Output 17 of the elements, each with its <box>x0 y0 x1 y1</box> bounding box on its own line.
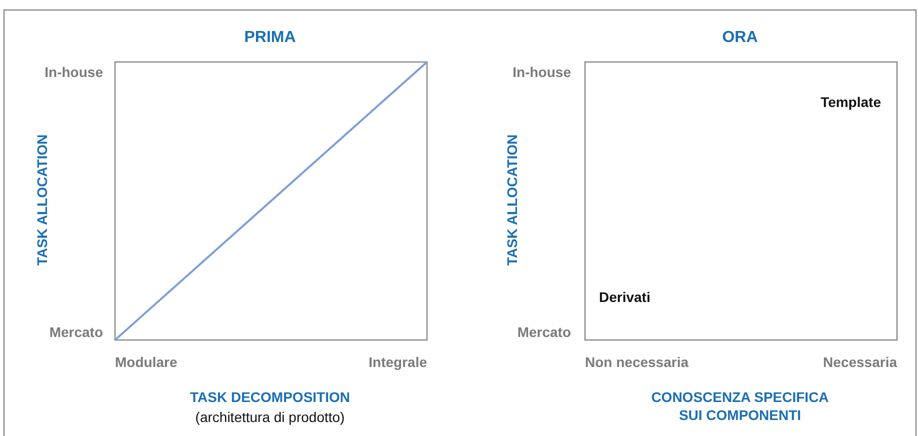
axis-tick-label: Necessaria <box>823 353 897 371</box>
axis-tick-label: Mercato <box>49 323 103 341</box>
point-label: Derivati <box>599 288 650 306</box>
axis-tick-label: In-house <box>44 63 103 81</box>
panel-title: PRIMA <box>244 29 296 47</box>
axis-title: TASK ALLOCATION <box>33 134 51 266</box>
panel-title: ORA <box>722 29 758 47</box>
axis-title: CONOSCENZA SPECIFICA SUI COMPONENTI <box>650 388 830 424</box>
axis-tick-label: Modulare <box>115 353 178 371</box>
axis-title: TASK DECOMPOSITION <box>190 388 350 406</box>
axis-tick-label: Mercato <box>517 323 571 341</box>
axis-subtitle: (architettura di prodotto) <box>195 408 345 426</box>
axis-title: TASK ALLOCATION <box>503 134 521 266</box>
point-label: Template <box>820 93 881 111</box>
axis-tick-label: Non necessaria <box>585 353 688 371</box>
axis-tick-label: In-house <box>512 63 571 81</box>
axis-tick-label: Integrale <box>368 353 427 371</box>
